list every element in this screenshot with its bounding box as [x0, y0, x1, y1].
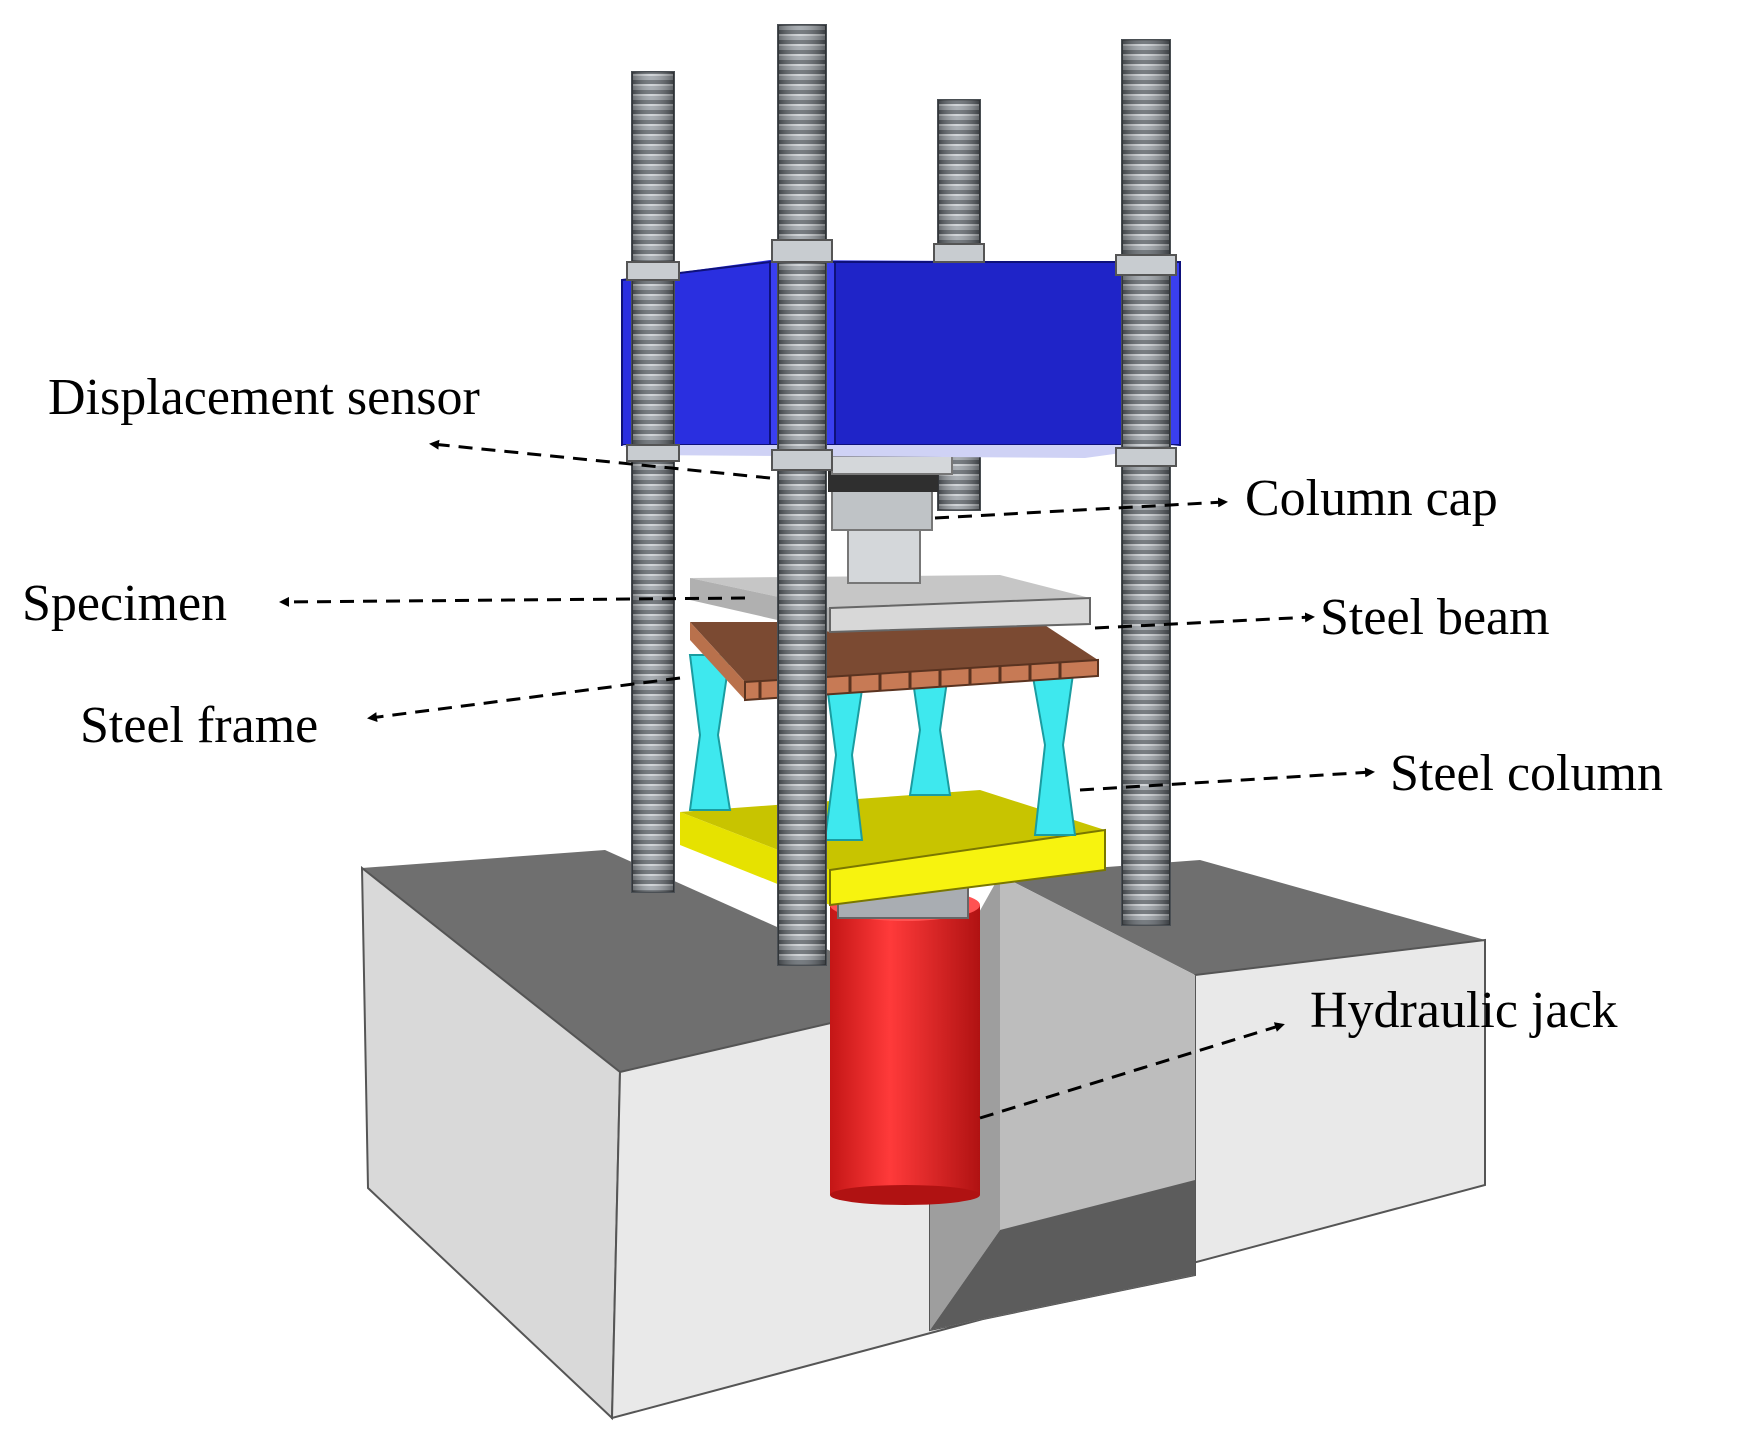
reaction-beam — [621, 260, 1181, 458]
label-specimen: Specimen — [22, 575, 228, 632]
leader-displacement-sensor — [429, 439, 771, 480]
column-cap — [828, 455, 953, 584]
rod-nuts — [626, 239, 1177, 471]
leader-column-cap — [934, 497, 1228, 520]
leader-steel-column — [1079, 767, 1375, 792]
label-steel-frame: Steel frame — [80, 697, 319, 754]
leader-steel-frame — [367, 676, 681, 723]
label-column-cap: Column cap — [1245, 470, 1498, 527]
leader-hydraulic-jack — [979, 1022, 1285, 1120]
label-steel-column: Steel column — [1390, 745, 1663, 802]
hydraulic-jack — [830, 889, 980, 1205]
label-displacement-sensor: Displacement sensor — [48, 369, 480, 426]
threaded-rod-left-back — [631, 71, 675, 893]
leader-steel-beam — [1094, 612, 1315, 630]
threaded-rod-right-front — [1121, 39, 1171, 926]
threaded-rod-left-front — [777, 24, 827, 966]
leader-specimen — [279, 596, 746, 607]
label-hydraulic-jack: Hydraulic jack — [1310, 982, 1618, 1039]
leader-lines — [279, 439, 1375, 1120]
label-steel-beam: Steel beam — [1320, 589, 1550, 646]
